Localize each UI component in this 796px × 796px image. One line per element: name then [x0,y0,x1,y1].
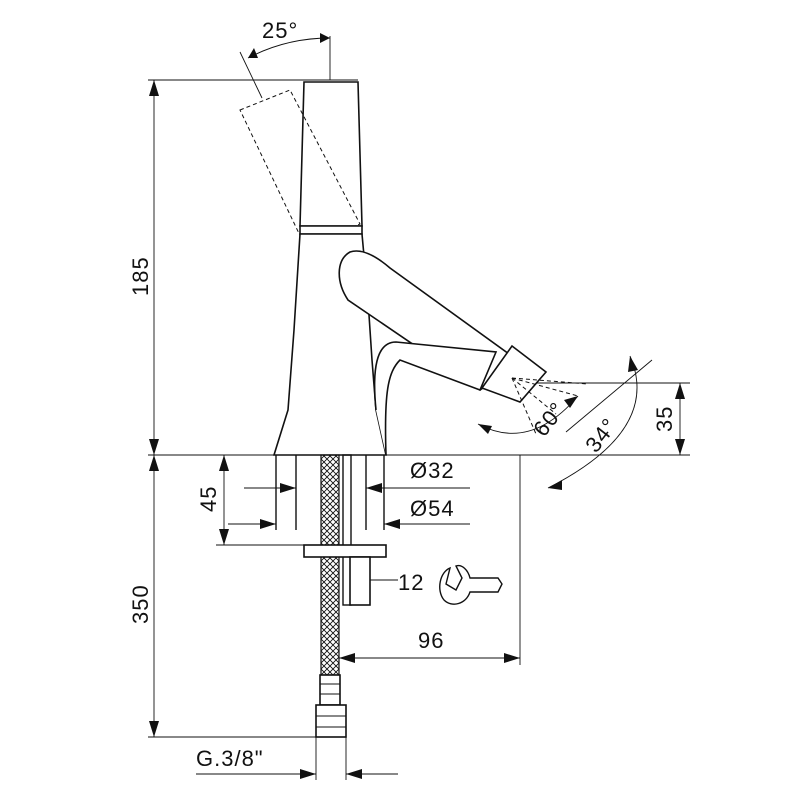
hose-connector-nut [315,704,347,738]
dim-lever-angle: 25° [239,18,331,99]
braided-hose [320,454,340,676]
dim-spout-tilt: 34° [547,355,653,490]
dim-label-underside-length: 350 [128,584,153,624]
threaded-shank [275,455,385,530]
water-jet [511,377,589,435]
hose-ferrule [319,674,341,706]
dim-underside-length: 350 [128,455,159,737]
dim-height-top: 185 [128,80,159,455]
dim-label-spanner: 12 [398,570,424,595]
dim-label-spout-angle: 60° [528,397,570,441]
dim-diameter-small: Ø32 [244,458,470,493]
faucet-body [239,81,589,456]
dim-thread: G.3/8" [196,746,398,779]
lever-handle-rotated [239,89,361,247]
spout-aerator [480,344,548,403]
dim-spanner: 12 [370,570,424,595]
dim-label-spout-tilt: 34° [580,413,622,457]
fixing-nut [349,556,371,606]
dim-base-height: 45 [196,455,304,546]
dim-reach: 96 [339,628,520,663]
dim-label-reach: 96 [418,628,444,653]
dim-label-thread: G.3/8" [196,746,264,771]
dim-label-diameter-small: Ø32 [410,458,455,483]
dim-spout-height: 35 [652,383,685,455]
lever-collar [299,225,363,235]
dim-label-diameter-large: Ø54 [410,496,455,521]
dim-spout-angle: 60° [477,395,579,441]
spanner-icon [439,564,503,605]
under-deck-assembly [275,454,387,780]
dim-label-spout-height: 35 [652,406,677,432]
fixing-washer [303,544,387,558]
dim-label-height-top: 185 [128,256,153,296]
dim-label-lever-angle: 25° [262,18,298,43]
lever-handle [299,81,363,227]
fixing-rod [342,454,352,606]
spout-underside [373,341,498,456]
dim-diameter-large: Ø54 [228,496,470,529]
dim-label-base-height: 45 [196,486,221,512]
